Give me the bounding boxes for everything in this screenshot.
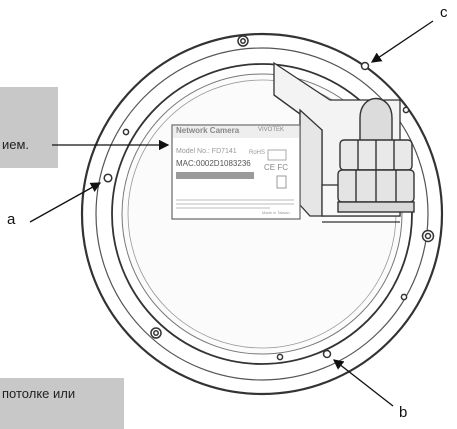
mounting-hole-bottom-left-inner <box>153 330 159 336</box>
mounting-hole-top-inner <box>240 38 246 44</box>
mounting-hole-left <box>122 128 130 136</box>
label-title: Network Camera <box>176 126 240 135</box>
callout-b: b <box>399 404 408 421</box>
caption-bottom-text: потолке или <box>2 386 76 401</box>
gland-base <box>337 201 415 213</box>
barcode <box>176 172 254 179</box>
label-brand: VIVOTEK <box>258 127 285 133</box>
callout-a: a <box>7 211 16 228</box>
label-rohs: RoHS <box>249 150 266 156</box>
mounting-hole-b <box>322 349 332 359</box>
pointer-b <box>332 359 394 407</box>
mounting-hole-a <box>103 173 113 183</box>
pointer-c <box>370 20 434 63</box>
label-mac: MAC:0002D1083236 <box>176 159 251 168</box>
cable <box>359 97 393 149</box>
label-model: Model No.: FD7141 <box>176 148 237 155</box>
label-country: Made in Taiwan <box>262 210 290 215</box>
caption-top-text: ием. <box>2 137 30 152</box>
mounting-hole-c <box>360 61 370 71</box>
rohs-box <box>267 149 287 161</box>
mounting-hole-right2 <box>400 293 408 301</box>
mounting-holes <box>103 35 435 361</box>
caption-box-top <box>0 87 58 168</box>
label-fine-print <box>176 199 294 209</box>
label-cert: CE FC <box>264 163 288 172</box>
pointer-a <box>29 182 102 223</box>
caption-box-bottom <box>0 378 124 429</box>
mounting-hole-c2 <box>402 106 410 114</box>
callout-c: c <box>440 4 448 21</box>
product-label <box>171 124 301 220</box>
mounting-hole-right-inner <box>424 232 432 240</box>
pointer-lines <box>29 20 434 407</box>
label-header <box>173 126 299 138</box>
weee-icon <box>276 175 287 189</box>
cable-gland <box>337 97 415 213</box>
mounting-hole-bottom <box>276 353 284 361</box>
